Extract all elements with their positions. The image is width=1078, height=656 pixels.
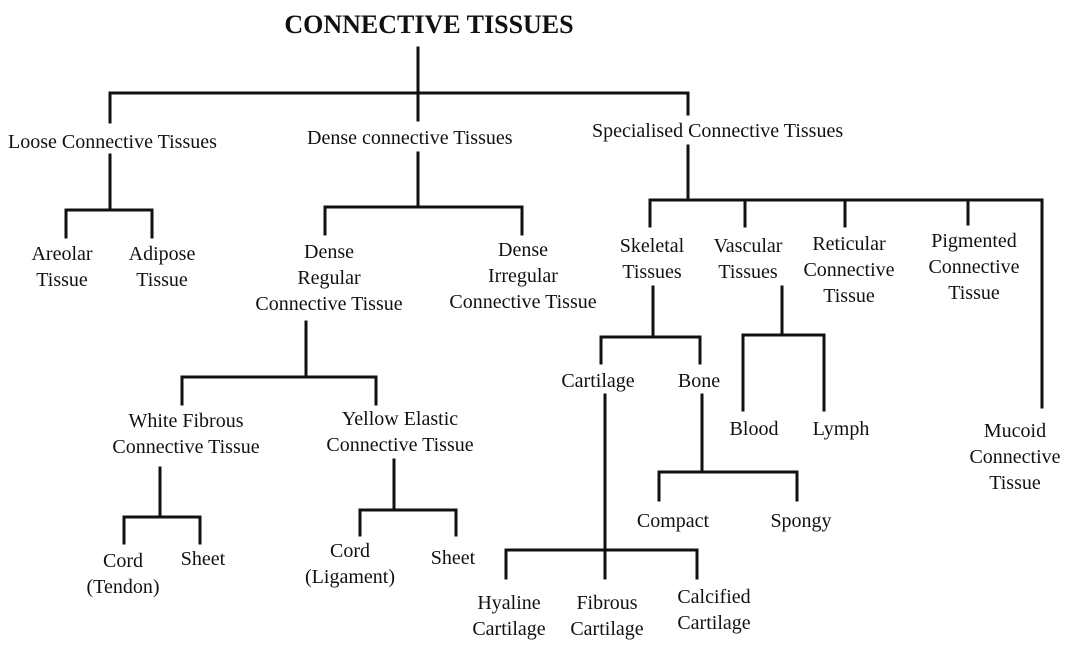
label-line: Fibrous [576,592,638,614]
label-line: White Fibrous [128,410,244,432]
label-line: Irregular [488,265,558,287]
label-line: Tissue [36,269,88,291]
sheet-label-1: Sheet [180,548,226,570]
label-line: Cartilage [472,618,546,640]
label-line: (Ligament) [305,566,395,588]
label-line: Hyaline [477,592,541,614]
label-line: Connective [969,446,1061,468]
label-line: Tissues [718,261,778,283]
label-line: Connective Tissue [255,293,403,315]
label-line: Cord [330,540,370,562]
label-line: Connective Tissue [112,436,260,458]
compact-label: Compact [636,510,710,532]
label-line: Tissues [622,261,682,283]
label-line: Connective Tissue [449,291,597,313]
label-line: Cartilage [570,618,644,640]
label-line: Skeletal [619,235,685,257]
bone-label: Bone [677,370,721,392]
specialised-connective-tissues-label: Specialised Connective Tissues [592,120,844,142]
label-line: Reticular [812,233,886,255]
label-line: Vascular [713,235,783,257]
label-line: Adipose [128,243,196,265]
label-line: Calcified [677,586,751,608]
label-line: Cord [103,550,143,572]
label-line: Connective [928,256,1020,278]
loose-connective-tissues-label: Loose Connective Tissues [8,131,217,153]
cartilage-label: Cartilage [561,370,635,392]
label-line: Connective Tissue [326,434,474,456]
label-line: Mucoid [983,420,1047,442]
label-line: Areolar [31,243,93,265]
cord-tendon-label: Cord (Tendon) [86,548,159,600]
label-line: Tissue [823,285,875,307]
label-line: Tissue [948,282,1000,304]
label-line: Dense [498,239,548,261]
label-line: Tissue [989,472,1041,494]
label-line: (Tendon) [86,576,160,598]
blood-label: Blood [729,418,779,440]
label-line: Tissue [136,269,188,291]
spongy-label: Spongy [770,510,832,532]
label-line: Cartilage [677,612,751,634]
label-line: Connective [803,259,895,281]
label-line: Dense [304,241,354,263]
cord-ligament-label: Cord (Ligament) [305,538,395,590]
label-line: Pigmented [931,230,1017,252]
diagram-title: CONNECTIVE TISSUES [284,10,574,39]
lymph-label: Lymph [812,418,870,440]
sheet-label-2: Sheet [430,547,476,569]
dense-connective-tissues-label: Dense connective Tissues [307,127,513,149]
label-line: Regular [297,267,361,289]
label-line: Yellow Elastic [341,408,459,430]
